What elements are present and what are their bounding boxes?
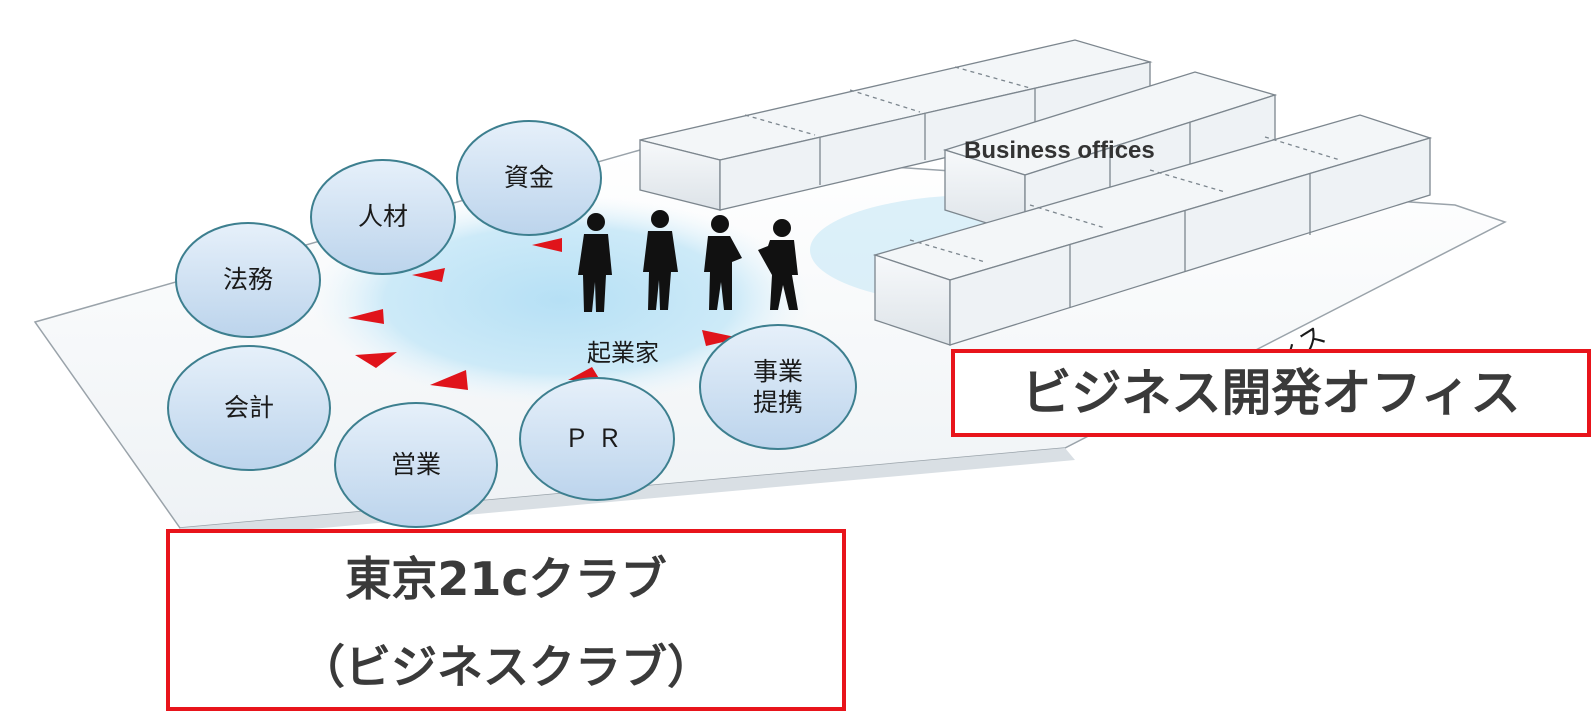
club-subtitle: （ビジネスクラブ）	[299, 640, 713, 694]
circle-jinzai	[310, 159, 456, 275]
arrows	[348, 238, 740, 390]
support-circles	[167, 120, 857, 528]
arrow-marker	[532, 238, 562, 252]
arrow-marker	[430, 370, 468, 390]
arrow-marker	[355, 352, 397, 368]
circle-eigyou	[334, 402, 498, 528]
arrow-marker	[348, 309, 384, 324]
arrow-marker	[412, 268, 445, 282]
label-shikin: 資金	[503, 163, 554, 193]
circle-shikin	[456, 120, 602, 236]
label-teikei: 事業 提携	[752, 356, 803, 417]
label-houmu: 法務	[222, 265, 273, 295]
label-eigyou: 営業	[390, 450, 441, 480]
circle-kaikei	[167, 345, 331, 471]
person-figure	[643, 210, 678, 310]
circle-houmu	[175, 222, 321, 338]
entrepreneurs-silhouette	[578, 210, 798, 312]
office-block-front	[872, 114, 1433, 346]
entrepreneur-label: 起業家	[587, 339, 659, 367]
arrow-marker	[568, 367, 600, 380]
business-dev-office-title: ビジネス開発オフィス	[1021, 364, 1521, 422]
label-pr: ＰＲ	[563, 424, 630, 454]
business-offices-label: Business offices	[964, 137, 1155, 164]
arrow-marker	[702, 330, 740, 346]
business-dev-office-box: ビジネス開発オフィス	[951, 349, 1591, 437]
person-figure	[758, 219, 798, 310]
club-title: 東京21cクラブ	[345, 552, 667, 606]
tokyo-club-box: 東京21cクラブ （ビジネスクラブ）	[166, 529, 846, 711]
label-jinzai: 人材	[357, 202, 408, 232]
person-figure	[578, 213, 612, 312]
circle-pr	[519, 377, 675, 501]
office-block-back	[639, 39, 1153, 211]
person-figure	[704, 215, 742, 310]
label-kaikei: 会計	[223, 393, 274, 423]
circle-teikei	[699, 324, 857, 450]
